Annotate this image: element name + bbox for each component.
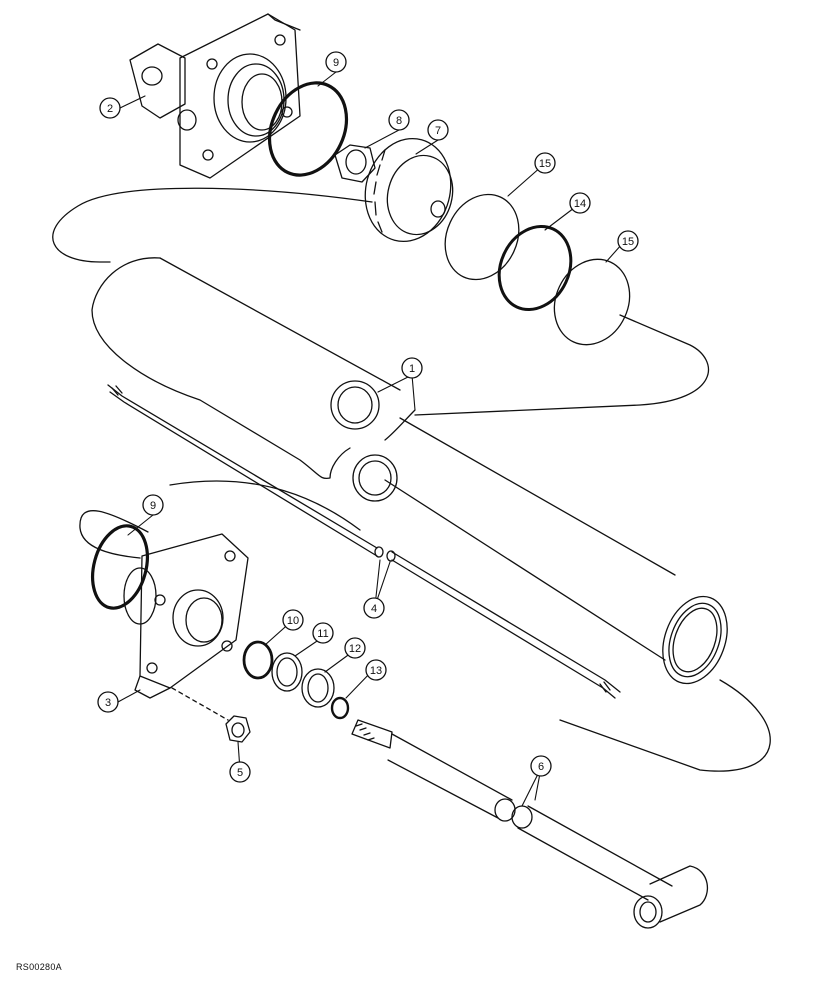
svg-text:2: 2 xyxy=(107,103,113,115)
callout-12: 12 xyxy=(344,637,366,659)
svg-text:15: 15 xyxy=(622,236,634,248)
mounting-nut xyxy=(225,715,251,743)
svg-text:13: 13 xyxy=(370,665,382,677)
callout-7: 7 xyxy=(427,119,449,141)
svg-text:1: 1 xyxy=(409,363,415,375)
callout-1: 1 xyxy=(401,357,423,379)
nut-leader-dashed xyxy=(171,687,229,721)
svg-text:14: 14 xyxy=(574,198,586,210)
callout-15-upper: 15 xyxy=(534,152,556,174)
svg-text:11: 11 xyxy=(317,628,328,640)
upper-end-cap xyxy=(129,13,301,179)
piston-nut xyxy=(334,144,376,183)
cylinder-barrel xyxy=(91,257,728,685)
svg-text:9: 9 xyxy=(150,500,156,512)
svg-text:15: 15 xyxy=(539,158,551,170)
small-o-ring xyxy=(330,696,350,720)
rod-seal xyxy=(301,668,335,708)
o-ring-lower xyxy=(91,524,149,610)
callout-9-upper: 9 xyxy=(325,51,347,73)
lower-group-outline-right xyxy=(169,480,771,772)
lower-group-outline xyxy=(79,510,149,559)
callout-6: 6 xyxy=(530,755,552,777)
callout-13: 13 xyxy=(365,659,387,681)
callout-3: 3 xyxy=(97,691,119,713)
piston-rod xyxy=(351,719,709,929)
piston xyxy=(364,137,454,243)
svg-text:5: 5 xyxy=(237,767,243,779)
svg-text:4: 4 xyxy=(371,603,377,615)
svg-text:9: 9 xyxy=(333,57,339,69)
callout-14: 14 xyxy=(569,192,591,214)
tie-rod xyxy=(107,384,621,699)
wiper-seal-inner xyxy=(276,657,298,687)
svg-text:12: 12 xyxy=(349,643,361,655)
svg-text:3: 3 xyxy=(105,697,111,709)
piston-seal xyxy=(497,224,573,312)
o-ring-upper xyxy=(267,81,349,177)
rod-seal-inner xyxy=(307,673,329,703)
svg-text:8: 8 xyxy=(396,115,402,127)
callout-10: 10 xyxy=(282,609,304,631)
callout-8: 8 xyxy=(388,109,410,131)
upper-group-outline xyxy=(52,187,373,263)
callout-4: 4 xyxy=(363,597,385,619)
callout-11: 11 xyxy=(312,622,334,644)
figure-reference-code: RS00280A xyxy=(16,962,62,972)
callout-2: 2 xyxy=(99,97,121,119)
backup-ring-upper xyxy=(444,193,520,281)
svg-text:6: 6 xyxy=(538,761,544,773)
callout-5: 5 xyxy=(229,761,251,783)
lower-end-cap xyxy=(123,533,249,699)
callout-15-lower: 15 xyxy=(617,230,639,252)
upper-group-outline-lower xyxy=(414,314,710,416)
callout-9-lower: 9 xyxy=(142,494,164,516)
backup-ring-lower xyxy=(553,258,631,346)
svg-text:7: 7 xyxy=(435,125,441,137)
svg-text:10: 10 xyxy=(287,615,299,627)
gland-o-ring xyxy=(242,640,274,680)
wiper-seal xyxy=(271,652,303,692)
